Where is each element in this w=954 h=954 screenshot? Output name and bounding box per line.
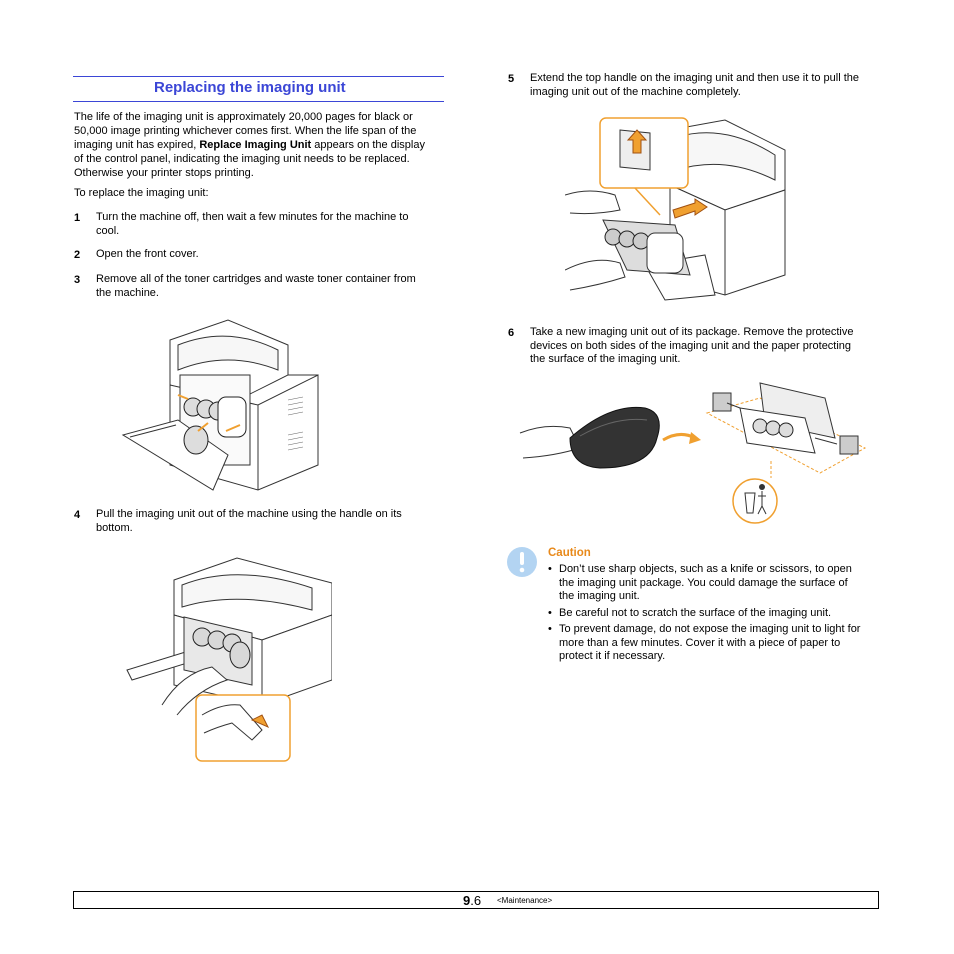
step-number: 6: [508, 327, 515, 339]
bullet-line: Don’t use sharp objects, such as a knife…: [559, 563, 852, 575]
section-title: Replacing the imaging unit: [154, 79, 346, 96]
extend-handle-illustration: [565, 117, 786, 301]
step-line: Turn the machine off, then wait a few mi…: [96, 211, 409, 223]
step-line: imaging unit out of the machine complete…: [530, 85, 741, 98]
bullet-line: more than a few minutes. Cover it with a…: [559, 636, 841, 649]
step-text: Pull the imaging unit out of the machine…: [96, 508, 446, 535]
intro-line: imaging unit has expired, Replace Imagin…: [74, 138, 454, 152]
caution-icon: [507, 547, 537, 577]
page-number: 9.6: [463, 893, 481, 908]
caution-bullet: Don’t use sharp objects, such as a knife…: [559, 563, 889, 604]
page-chapter: 9: [463, 893, 471, 908]
step-number: 5: [508, 73, 515, 85]
bullet-line: the imaging unit.: [559, 590, 640, 602]
step-text: Open the front cover.: [96, 248, 199, 262]
step-line: bottom.: [96, 521, 133, 534]
intro-line: 50,000 image printing whichever comes fi…: [74, 125, 417, 137]
page-footer: 9.6 <Maintenance>: [73, 891, 879, 909]
lead-text: To replace the imaging unit:: [74, 187, 209, 199]
step-text: Turn the machine off, then wait a few mi…: [96, 211, 446, 238]
step-line: the surface of the imaging unit.: [530, 353, 681, 365]
intro-line: of the control panel, indicating the ima…: [74, 153, 410, 165]
step-number: 3: [74, 274, 81, 286]
step-line: Remove all of the toner cartridges and w…: [96, 273, 416, 285]
printer-toner-removal-illustration: [121, 319, 319, 491]
pull-imaging-unit-illustration: [126, 557, 332, 762]
intro-line: Otherwise your printer stops printing.: [74, 167, 254, 179]
caution-bullet: To prevent damage, do not expose the ima…: [559, 623, 889, 664]
step-line: Open the front cover.: [96, 248, 199, 260]
step-number: 4: [74, 509, 81, 521]
bullet-dot: •: [548, 607, 552, 619]
bullet-line: protect it if necessary.: [559, 650, 666, 662]
intro-paragraph: The life of the imaging unit is approxim…: [74, 110, 454, 180]
step-number: 1: [74, 212, 81, 224]
step-line: devices on both sides of the imaging uni…: [530, 339, 852, 352]
step-line: cool.: [96, 224, 120, 237]
intro-line: The life of the imaging unit is approxim…: [74, 111, 413, 123]
step-line: Take a new imaging unit out of its packa…: [530, 326, 854, 338]
unpack-imaging-unit-illustration: [519, 382, 867, 524]
step-text: Extend the top handle on the imaging uni…: [530, 72, 890, 99]
step-line: Extend the top handle on the imaging uni…: [530, 72, 860, 84]
page-sub: .6: [470, 893, 482, 908]
intro-text: imaging unit has expired,: [74, 139, 200, 151]
bullet-dot: •: [548, 623, 552, 635]
bullet-line: To prevent damage, do not expose the ima…: [559, 623, 861, 635]
step-line: Pull the imaging unit out of the machine…: [96, 508, 402, 520]
step-line: the machine.: [96, 286, 159, 299]
intro-text: appears on the display: [311, 139, 425, 151]
bullet-line: the imaging unit package. You could dama…: [559, 576, 848, 589]
footer-section: <Maintenance>: [497, 896, 553, 905]
step-number: 2: [74, 249, 81, 261]
step-text: Take a new imaging unit out of its packa…: [530, 326, 890, 367]
caution-bullet: Be careful not to scratch the surface of…: [559, 607, 889, 621]
section-heading: Replacing the imaging unit: [73, 76, 444, 102]
step-text: Remove all of the toner cartridges and w…: [96, 273, 446, 300]
caution-title: Caution: [548, 547, 591, 559]
bullet-line: Be careful not to scratch the surface of…: [559, 607, 832, 619]
message-name: Replace Imaging Unit: [199, 139, 312, 151]
bullet-dot: •: [548, 563, 552, 575]
